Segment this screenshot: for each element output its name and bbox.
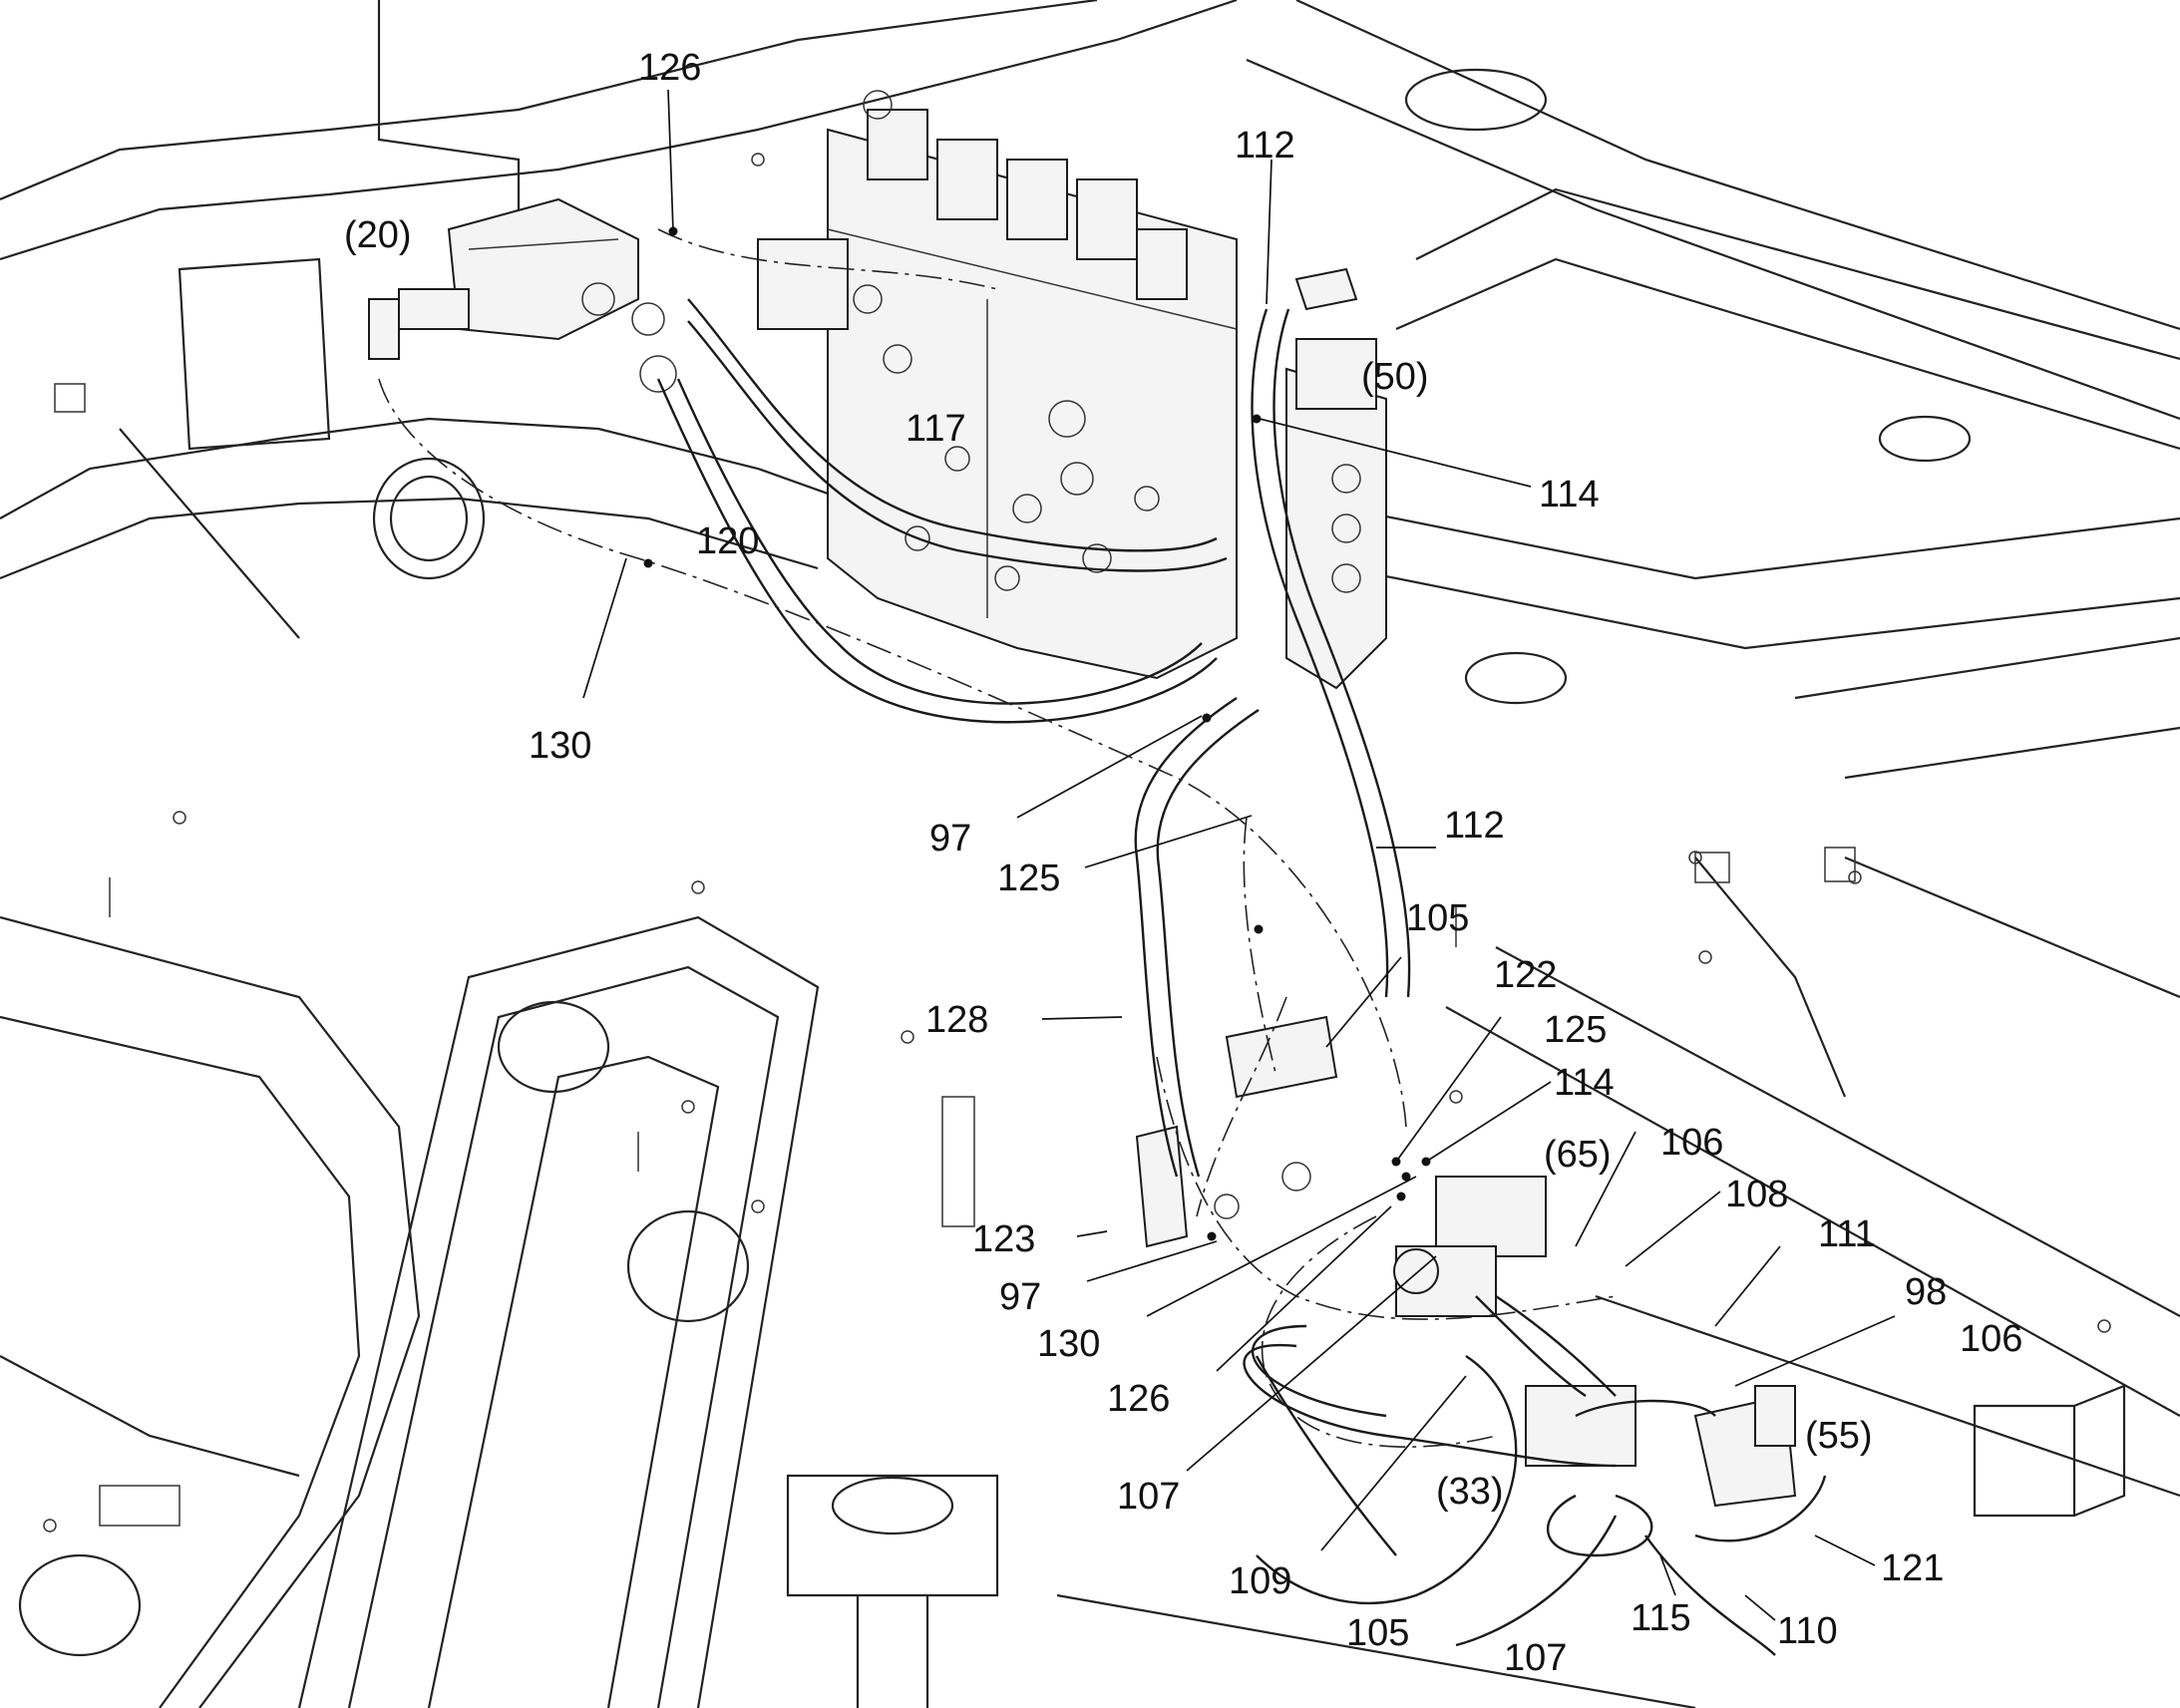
callout-109: 109 [1229, 1560, 1291, 1602]
callout-106-low: 106 [1960, 1318, 2022, 1360]
callout-120: 120 [696, 520, 759, 562]
callout-112-top: 112 [1235, 125, 1295, 167]
callout-98: 98 [1905, 1271, 1947, 1313]
callout-125-mid: 125 [997, 857, 1060, 899]
callout-107-left: 107 [1117, 1476, 1180, 1518]
callout-20: (20) [344, 214, 412, 256]
callout-112-mid: 112 [1444, 805, 1505, 847]
callout-65: (65) [1544, 1134, 1612, 1176]
callout-130-low: 130 [1037, 1323, 1100, 1365]
callout-97-low: 97 [999, 1276, 1041, 1318]
callout-117: 117 [906, 408, 966, 450]
valve-50 [1285, 267, 1387, 690]
callout-125-low: 125 [1544, 1009, 1607, 1051]
callout-55: (55) [1805, 1415, 1873, 1457]
callout-105-top: 105 [1406, 897, 1469, 939]
callout-106-top: 106 [1660, 1122, 1723, 1164]
callout-labels: 126 (20) 112 (50) 114 117 120 130 97 125… [344, 47, 2022, 1679]
callout-114-low: 114 [1554, 1062, 1615, 1104]
callout-108: 108 [1725, 1174, 1788, 1215]
callout-126-top: 126 [638, 47, 701, 89]
callout-126-low: 126 [1107, 1378, 1170, 1420]
callout-121: 121 [1881, 1547, 1944, 1589]
callout-128: 128 [925, 999, 988, 1041]
callout-33: (33) [1436, 1471, 1504, 1513]
callout-110: 110 [1777, 1610, 1838, 1652]
control-valve-block [757, 90, 1238, 680]
leader-lines [582, 89, 1896, 1621]
callout-114-top: 114 [1539, 474, 1600, 515]
callout-105-low: 105 [1346, 1612, 1409, 1654]
callout-107-low: 107 [1504, 1637, 1567, 1679]
lower-valve-group [1135, 1015, 1797, 1508]
callout-115: 115 [1631, 1597, 1691, 1639]
hoses [656, 298, 1827, 1656]
callout-111: 111 [1818, 1213, 1876, 1255]
callout-123: 123 [972, 1218, 1035, 1260]
callout-97-mid: 97 [929, 818, 971, 859]
callout-122: 122 [1494, 954, 1557, 996]
callout-50: (50) [1361, 356, 1429, 398]
valve-20 [368, 197, 677, 393]
callout-130-left: 130 [529, 725, 591, 767]
